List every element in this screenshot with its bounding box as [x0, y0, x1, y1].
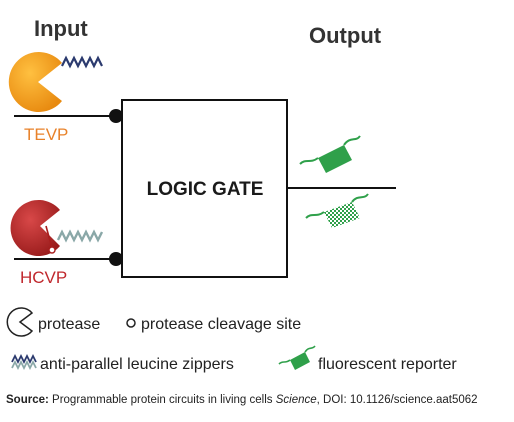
hcvp-cleavage-site-icon — [48, 246, 56, 254]
reporter-off-icon — [305, 193, 369, 228]
legend-cleavage-site-icon — [126, 318, 136, 328]
logic-gate-label: LOGIC GATE — [147, 179, 264, 200]
legend-reporter-icon — [278, 345, 316, 370]
hcvp-zipper-icon — [56, 229, 104, 243]
hcvp-protease-icon — [10, 200, 60, 257]
output-heading: Output — [309, 23, 382, 48]
tevp-label: TEVP — [24, 125, 68, 144]
hcvp-label: HCVP — [20, 268, 67, 287]
legend-zipper-label: anti-parallel leucine zippers — [40, 356, 234, 373]
tevp-connector-dot — [109, 109, 123, 123]
legend-protease-label: protease — [38, 316, 100, 333]
legend-protease-icon — [6, 307, 34, 337]
legend-reporter-label: fluorescent reporter — [318, 356, 457, 373]
tevp-zipper-icon — [61, 55, 103, 69]
hcvp-connector-dot — [109, 252, 123, 266]
tevp-protease-icon — [8, 52, 62, 113]
source-journal: Science — [275, 394, 317, 406]
input-heading: Input — [34, 16, 88, 41]
legend-zipper-grey-icon — [11, 359, 37, 371]
logic-gate-box — [121, 99, 288, 278]
legend-zipper-navy-icon — [11, 353, 37, 365]
legend-cleavage-site-label: protease cleavage site — [141, 316, 301, 333]
source-title: Programmable protein circuits in living … — [52, 394, 273, 406]
reporter-on-icon — [299, 135, 361, 173]
hcvp-cleavage-stalk — [45, 225, 53, 249]
source-citation: Source: Programmable protein circuits in… — [6, 394, 510, 406]
source-label: Source: — [6, 394, 49, 406]
source-doi: , DOI: 10.1126/science.aat5062 — [316, 394, 478, 406]
